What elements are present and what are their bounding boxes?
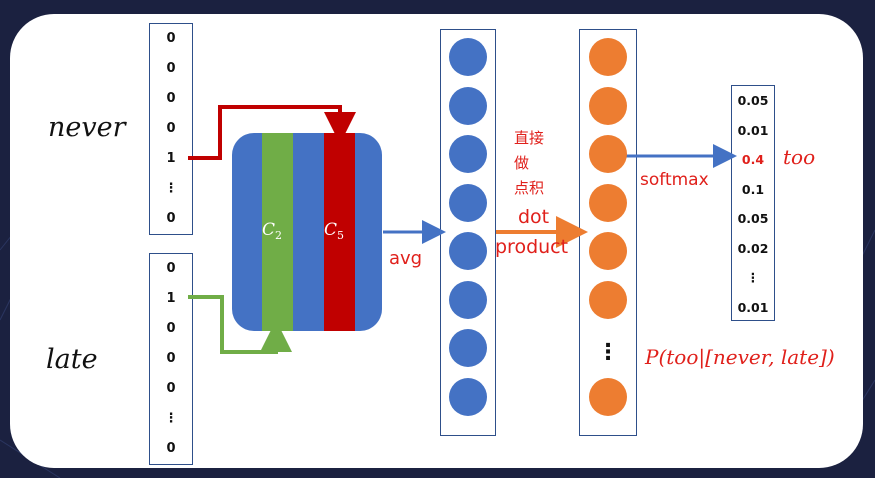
never-vector-cell: 0 [166,211,176,226]
hidden-node [449,135,487,173]
dot-label-zh-2: 做 [514,154,530,172]
word-never: never [48,112,126,143]
output-vector-cell: 0.02 [737,240,769,256]
softmax-label: softmax [640,170,709,190]
embedding-node [589,86,627,125]
output-vector-cell: 0.01 [737,299,769,315]
never-vector-cell: 0 [166,61,176,76]
embedding-node [589,38,627,76]
probability-formula: P(too|[never, late]) [645,345,835,369]
late-vector-cell: 0 [166,381,176,396]
late-vector-cell: 0 [166,441,176,456]
embedding-node [589,183,627,222]
output-vector-cell: 0.4 [741,152,765,167]
hidden-node [449,86,487,125]
late-vector-cell: 0 [166,351,176,366]
hidden-node [449,280,487,319]
never-vector-cell: 1 [166,151,176,166]
convolution-block [232,133,382,331]
never-vector-cell: ⋮ [164,181,178,196]
embedding-node [589,135,627,173]
softmax-output-vector: 0.05 0.01 0.4 0.1 0.05 0.02 ⋮ 0.01 [731,85,775,321]
hidden-node [449,183,487,222]
orange-ellipsis: ⋮ [597,340,619,365]
word-late: late [46,344,98,375]
hidden-node [449,38,487,76]
dot-label-zh-1: 直接 [514,129,545,147]
embedding-node [589,280,627,319]
never-vector-cell: 0 [166,91,176,106]
never-vector-cell: 0 [166,31,176,46]
hidden-node [449,329,487,367]
output-vector-cell: 0.05 [737,211,769,226]
output-vector-cell: 0.1 [741,181,765,197]
late-vector-cell: ⋮ [164,411,178,426]
dot-label-zh-3: 点积 [514,179,545,197]
filter-c5-stripe [324,133,355,331]
filter-c5-label: C5 [324,220,345,243]
filter-c2-label: C2 [262,220,283,243]
embedding-node [589,377,627,416]
dot-label-en-2: product [495,236,569,258]
embedding-node [589,232,627,270]
never-one-hot-vector: 0 0 0 0 1 ⋮ 0 [149,23,193,235]
hidden-node [449,377,487,416]
late-vector-cell: 0 [166,261,176,276]
late-vector-cell: 0 [166,321,176,336]
late-vector-cell: 1 [166,291,176,306]
output-vector-cell: 0.01 [737,122,769,138]
hidden-node [449,232,487,270]
target-word: too [783,145,816,169]
output-vector-cell: ⋮ [746,270,760,285]
avg-label: avg [389,248,423,269]
late-one-hot-vector: 0 1 0 0 0 ⋮ 0 [149,253,193,465]
never-vector-cell: 0 [166,121,176,136]
dot-label-en-1: dot [518,206,550,228]
output-vector-cell: 0.05 [737,93,769,108]
